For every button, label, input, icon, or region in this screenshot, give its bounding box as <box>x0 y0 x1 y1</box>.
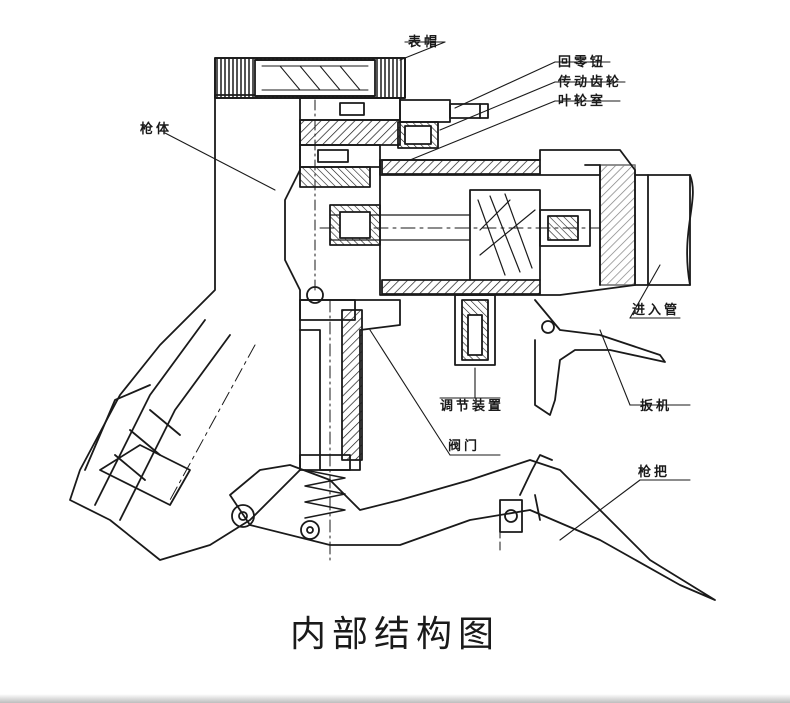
label-trigger: 扳机 <box>640 398 672 414</box>
bottom-edge-bar <box>0 694 790 703</box>
label-impeller-chamber: 叶轮室 <box>558 93 606 109</box>
label-adjusting-device: 调节装置 <box>440 398 504 414</box>
register-mechanism <box>299 97 489 291</box>
label-transmission-gear: 传动齿轮 <box>557 74 622 90</box>
leader-lines <box>164 41 691 541</box>
gauge-cap <box>214 57 406 99</box>
label-valve: 阀门 <box>448 438 480 454</box>
diagram-title: 内部结构图 <box>289 614 500 655</box>
valve <box>299 286 401 561</box>
label-gauge-cap: 表帽 <box>407 34 440 50</box>
gun-body <box>69 94 301 561</box>
handle-lever <box>229 454 716 601</box>
label-inlet-pipe: 进入管 <box>632 302 680 318</box>
label-handle: 枪把 <box>638 464 670 480</box>
trigger <box>534 299 666 416</box>
adjusting-device <box>454 294 496 366</box>
inlet-pipe <box>634 174 694 286</box>
impeller-chamber <box>319 149 636 296</box>
label-gun-body: 枪体 <box>140 121 172 137</box>
label-reset-button: 回零钮 <box>558 54 606 70</box>
